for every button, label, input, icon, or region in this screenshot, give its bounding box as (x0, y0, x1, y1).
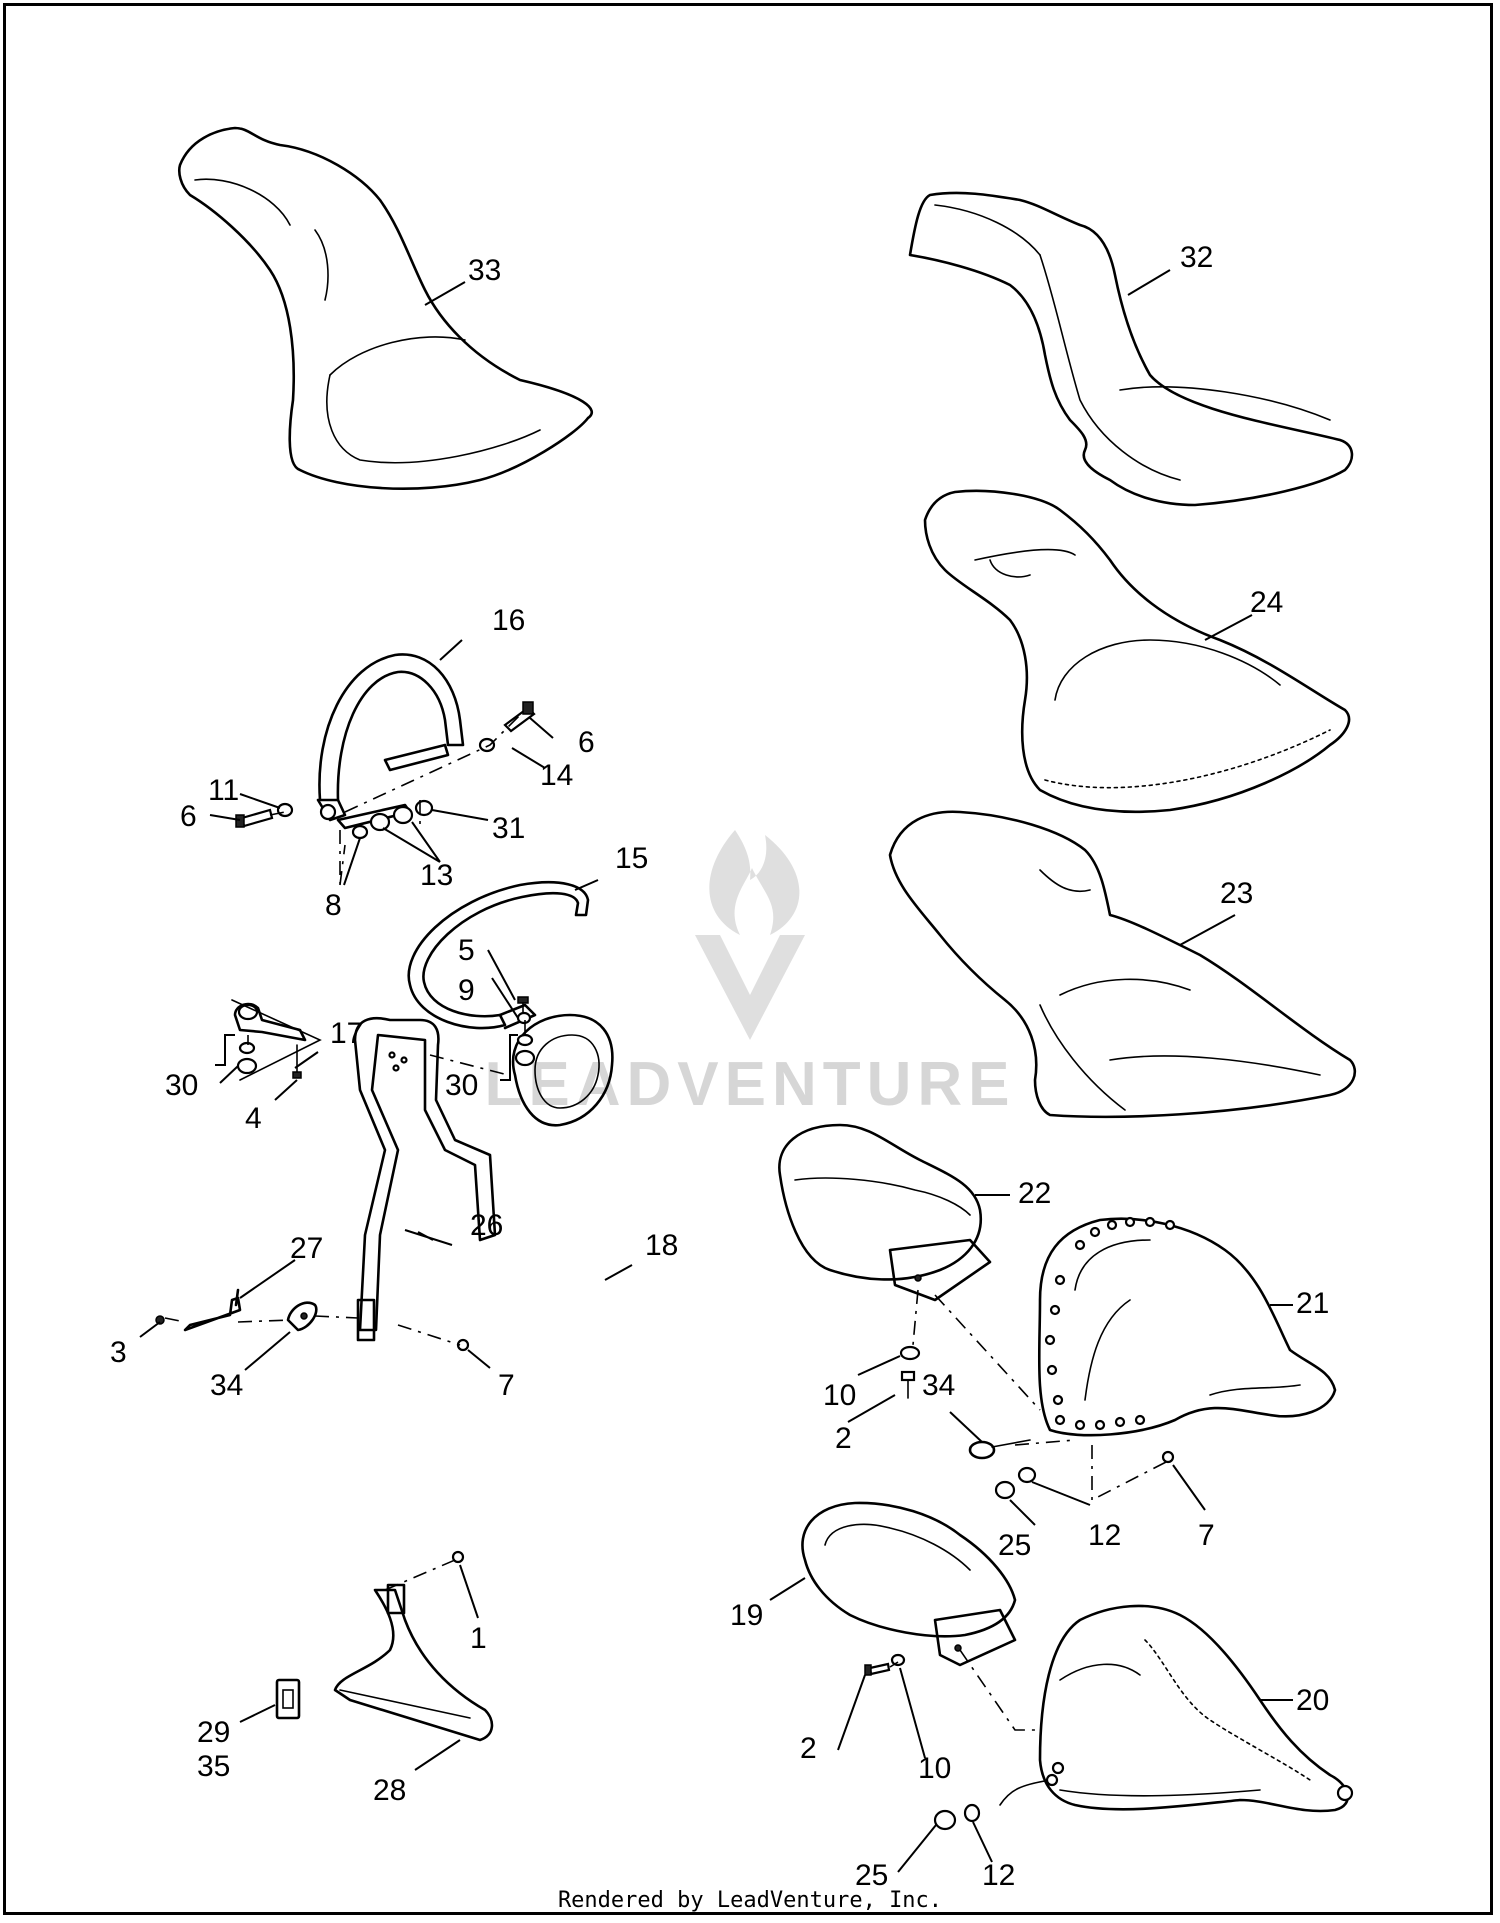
callout-9: 9 (458, 974, 475, 1007)
callout-22: 22 (1018, 1177, 1051, 1210)
washer-9[interactable] (516, 1011, 532, 1025)
screw-7b[interactable] (1161, 1450, 1175, 1464)
screw-6b[interactable] (503, 701, 536, 733)
washer-10b[interactable] (890, 1653, 906, 1667)
screw-25b[interactable] (933, 1809, 957, 1831)
watermark: LEADVENTURE (484, 830, 1015, 1119)
seat-studs (1044, 1216, 1176, 1431)
callout-32: 32 (1180, 241, 1213, 274)
assembly-lines (164, 714, 1171, 1731)
screw-3[interactable] (155, 1315, 165, 1325)
v-logo (695, 935, 805, 1040)
bracket-17[interactable] (231, 999, 322, 1081)
seat-24[interactable] (923, 489, 1351, 814)
callout-13: 13 (420, 859, 453, 892)
screw-5[interactable] (517, 996, 529, 1013)
nut-30a[interactable] (236, 1041, 258, 1075)
plate-34a[interactable] (286, 1301, 318, 1332)
callout-25b: 25 (855, 1859, 888, 1892)
callout-34b: 34 (922, 1369, 955, 1402)
pillion-19[interactable] (801, 1501, 1017, 1667)
callout-5: 5 (458, 934, 475, 967)
callout-27: 27 (290, 1232, 323, 1265)
washer-8[interactable] (351, 824, 369, 840)
screw-25a[interactable] (994, 1480, 1016, 1500)
screw-4[interactable] (292, 1044, 302, 1079)
solo-seat-21[interactable] (1037, 1216, 1337, 1437)
sissy-bar-16[interactable] (316, 653, 465, 830)
washer-12b[interactable] (963, 1803, 981, 1823)
screw-2a[interactable] (900, 1370, 916, 1399)
washer-14[interactable] (478, 737, 496, 753)
nut-30b[interactable] (514, 1033, 536, 1067)
callout-8: 8 (325, 889, 342, 922)
badge-29-35[interactable] (275, 1678, 301, 1720)
washer-10a[interactable] (899, 1345, 921, 1361)
callout-24: 24 (1250, 586, 1283, 619)
callout-2a: 2 (835, 1422, 852, 1455)
washer-11[interactable] (276, 802, 294, 818)
callout-3: 3 (110, 1336, 127, 1369)
nut-31[interactable] (414, 799, 434, 817)
diagram-frame (3, 3, 1493, 1915)
rail-15[interactable] (407, 881, 590, 1030)
screw-1[interactable] (451, 1550, 465, 1564)
washer-12a[interactable] (1017, 1466, 1037, 1484)
leader-lines (139, 269, 1293, 1873)
callout-1: 1 (470, 1622, 487, 1655)
callout-7a: 7 (498, 1369, 515, 1402)
callout-26: 26 (470, 1209, 503, 1242)
plate-34b[interactable] (968, 1439, 1031, 1460)
screw-6a[interactable] (235, 808, 274, 828)
callout-21: 21 (1296, 1287, 1329, 1320)
callout-30b: 30 (445, 1069, 478, 1102)
callout-11: 11 (208, 774, 239, 807)
callout-7b: 7 (1198, 1519, 1215, 1552)
callout-4: 4 (245, 1102, 262, 1135)
bracket-27[interactable] (183, 1288, 242, 1332)
callout-12b: 12 (982, 1859, 1015, 1892)
callout-30a: 30 (165, 1069, 198, 1102)
callout-10b: 10 (918, 1752, 951, 1785)
callout-15: 15 (615, 842, 648, 875)
seat-33[interactable] (178, 126, 594, 490)
seat-32[interactable] (908, 191, 1354, 507)
callout-labels: 33 32 24 23 22 21 20 19 18 17 16 15 14 1… (110, 241, 1329, 1892)
watermark-text: LEADVENTURE (484, 1050, 1015, 1119)
sissy-bar-upright-26[interactable] (353, 1016, 497, 1342)
callout-18: 18 (645, 1229, 678, 1262)
seat-23[interactable] (888, 810, 1356, 1119)
callout-12a: 12 (1088, 1519, 1121, 1552)
footer-credit: Rendered by LeadVenture, Inc. (557, 1888, 943, 1913)
callout-10a: 10 (823, 1379, 856, 1412)
callout-31: 31 (492, 812, 525, 845)
callout-25a: 25 (998, 1529, 1031, 1562)
callout-20: 20 (1296, 1684, 1329, 1717)
pillion-22[interactable] (778, 1123, 992, 1302)
callout-34a: 34 (210, 1369, 243, 1402)
callout-6a: 6 (180, 800, 197, 833)
callout-17: 17 (330, 1017, 363, 1050)
callout-16: 16 (492, 604, 525, 637)
backrest-pad-18[interactable] (511, 1013, 614, 1127)
callout-28: 28 (373, 1774, 406, 1807)
callout-29: 29 (197, 1716, 230, 1749)
flame-logo (709, 830, 800, 935)
callout-23: 23 (1220, 877, 1253, 910)
screw-2b[interactable] (864, 1662, 891, 1676)
callout-33: 33 (468, 254, 501, 287)
callout-35: 35 (197, 1750, 230, 1783)
side-plate-28[interactable] (333, 1583, 494, 1742)
nut-13[interactable] (369, 805, 414, 832)
callout-19: 19 (730, 1599, 763, 1632)
callout-14: 14 (540, 759, 573, 792)
callout-2b: 2 (800, 1732, 817, 1765)
solo-seat-20[interactable] (999, 1604, 1354, 1813)
callout-6b: 6 (578, 726, 595, 759)
